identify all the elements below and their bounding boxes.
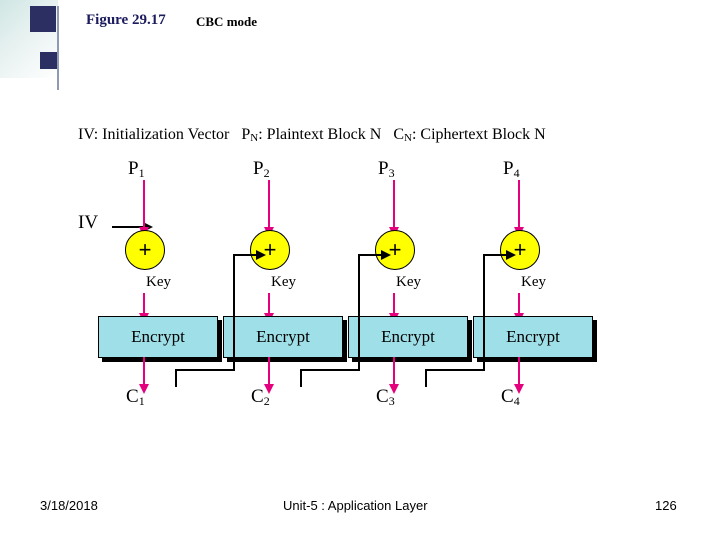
plaintext-subscript-4: 4 xyxy=(513,166,520,180)
encrypt-box-4: Encrypt xyxy=(473,316,593,358)
ciphertext-subscript-1: 1 xyxy=(138,394,145,408)
encrypt-box-1: Encrypt xyxy=(98,316,218,358)
feedback-line-3-riser xyxy=(483,254,485,371)
feedback-arrowhead-1 xyxy=(256,250,266,260)
figure-number-text: Figure 29.17 xyxy=(86,12,166,28)
cbc-stage-1: P1 + Key Encrypt C1 xyxy=(98,154,228,416)
feedback-line-2-vertical xyxy=(300,369,302,387)
arrow-key-to-encrypt-3 xyxy=(389,293,399,323)
xor-gate-1: + xyxy=(125,230,165,270)
feedback-line-1-riser xyxy=(233,254,235,371)
arrow-key-to-encrypt-2 xyxy=(264,293,274,323)
feedback-line-3-horizontal-top xyxy=(483,254,507,256)
encrypt-box-2: Encrypt xyxy=(223,316,343,358)
decoration-vertical-line xyxy=(57,6,59,90)
key-label-4: Key xyxy=(521,274,546,290)
cbc-stage-4: P4 + Key Encrypt C4 xyxy=(473,154,603,416)
xor-gate-2: + xyxy=(250,230,290,270)
slide-decoration xyxy=(0,0,110,95)
feedback-line-2-horizontal-top xyxy=(358,254,382,256)
key-label-1: Key xyxy=(146,274,171,290)
arrow-encrypt-to-ciphertext-2 xyxy=(264,357,274,394)
feedback-arrowhead-2 xyxy=(381,250,391,260)
ciphertext-letter-2: C xyxy=(251,386,264,407)
legend-iv: IV: Initialization Vector xyxy=(78,126,230,143)
arrow-plaintext-to-xor-2 xyxy=(264,180,274,237)
arrow-encrypt-to-ciphertext-3 xyxy=(389,357,399,394)
ciphertext-subscript-2: 2 xyxy=(263,394,270,408)
arrow-encrypt-to-ciphertext-4 xyxy=(514,357,524,394)
plaintext-label-3: P3 xyxy=(378,158,395,181)
feedback-line-3-vertical xyxy=(425,369,427,387)
ciphertext-label-3: C3 xyxy=(376,386,395,409)
ciphertext-label-2: C2 xyxy=(251,386,270,409)
ciphertext-label-1: C1 xyxy=(126,386,145,409)
legend-c-subscript: N xyxy=(404,132,412,144)
ciphertext-label-4: C4 xyxy=(501,386,520,409)
arrow-encrypt-to-ciphertext-1 xyxy=(139,357,149,394)
plaintext-subscript-3: 3 xyxy=(388,166,395,180)
plaintext-letter-2: P xyxy=(253,158,264,179)
decoration-square-large xyxy=(30,6,56,32)
plaintext-subscript-1: 1 xyxy=(138,166,145,180)
feedback-line-1-horizontal-bottom xyxy=(175,369,235,371)
ciphertext-subscript-3: 3 xyxy=(388,394,395,408)
encrypt-box-3: Encrypt xyxy=(348,316,468,358)
footer-date: 3/18/2018 xyxy=(40,498,98,513)
arrow-plaintext-to-xor-1 xyxy=(139,180,149,237)
iv-label: IV xyxy=(78,212,99,233)
plaintext-label-1: P1 xyxy=(128,158,145,181)
feedback-line-3-horizontal-bottom xyxy=(425,369,485,371)
cbc-mode-diagram: IV: Initialization Vector PN: Plaintext … xyxy=(70,126,650,416)
plaintext-letter-4: P xyxy=(503,158,514,179)
cbc-stage-3: P3 + Key Encrypt C3 xyxy=(348,154,478,416)
feedback-line-2-riser xyxy=(358,254,360,371)
footer-subject: Unit-5 : Application Layer xyxy=(283,498,428,513)
legend-p-rest: : Plaintext Block N xyxy=(258,126,382,143)
feedback-line-2-horizontal-bottom xyxy=(300,369,360,371)
legend-p: P xyxy=(241,126,251,143)
legend-p-subscript: N xyxy=(250,132,259,144)
footer-page-number: 126 xyxy=(655,498,677,513)
arrow-key-to-encrypt-1 xyxy=(139,293,149,323)
cbc-stage-2: P2 + Key Encrypt C2 xyxy=(223,154,353,416)
plaintext-label-4: P4 xyxy=(503,158,520,181)
plaintext-letter-1: P xyxy=(128,158,139,179)
ciphertext-subscript-4: 4 xyxy=(513,394,520,408)
figure-number: Figure 29.17 xyxy=(86,12,166,29)
ciphertext-letter-3: C xyxy=(376,386,389,407)
feedback-line-1-horizontal-top xyxy=(233,254,257,256)
arrow-plaintext-to-xor-3 xyxy=(389,180,399,237)
slide-footer: 3/18/2018 Unit-5 : Application Layer 126 xyxy=(0,480,720,540)
figure-caption: CBC mode xyxy=(196,14,258,29)
plaintext-label-2: P2 xyxy=(253,158,270,181)
feedback-line-1-vertical xyxy=(175,369,177,387)
feedback-arrowhead-3 xyxy=(506,250,516,260)
arrow-key-to-encrypt-4 xyxy=(514,293,524,323)
plaintext-letter-3: P xyxy=(378,158,389,179)
ciphertext-letter-4: C xyxy=(501,386,514,407)
legend-c-rest: : Ciphertext Block N xyxy=(411,126,546,143)
arrow-plaintext-to-xor-4 xyxy=(514,180,524,237)
decoration-square-small xyxy=(40,52,57,69)
key-label-2: Key xyxy=(271,274,296,290)
diagram-legend: IV: Initialization Vector PN: Plaintext … xyxy=(78,126,546,144)
ciphertext-letter-1: C xyxy=(126,386,139,407)
legend-c: C xyxy=(393,126,404,143)
plaintext-subscript-2: 2 xyxy=(263,166,270,180)
key-label-3: Key xyxy=(396,274,421,290)
